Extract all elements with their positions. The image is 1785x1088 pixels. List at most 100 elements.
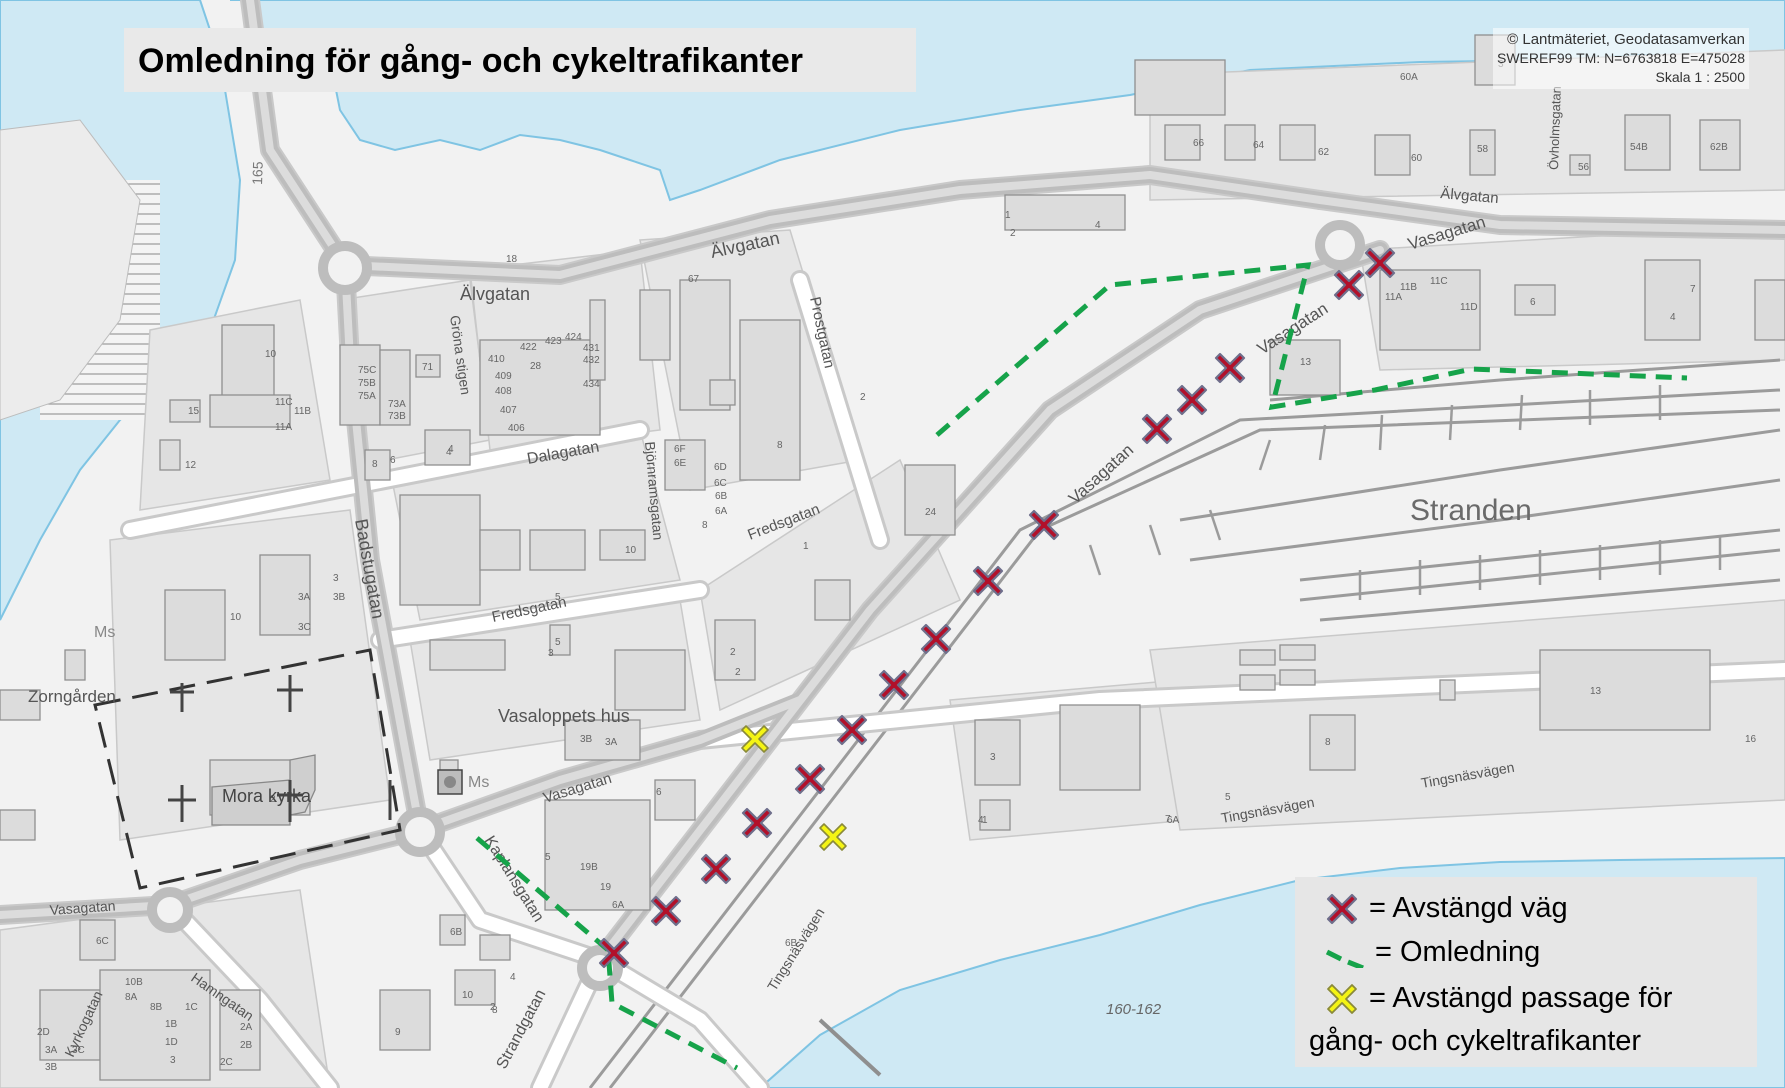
house-number: 6D xyxy=(714,462,727,473)
legend-label-closed-passage: = Avstängd passage för xyxy=(1369,981,1673,1014)
house-number: 408 xyxy=(495,386,512,397)
house-number: 60A xyxy=(1400,72,1418,83)
legend-row-closed-road: = Avstängd väg xyxy=(1325,891,1568,925)
house-number: 7 xyxy=(1165,814,1171,825)
detour-routes xyxy=(475,262,1688,1071)
legend-label-closed-passage-cont: gång- och cykeltrafikanter xyxy=(1309,1025,1642,1057)
house-number: 67 xyxy=(688,274,700,285)
house-number-labels: 3 60A 66 64 62 60 58 56 54B 62B 7 4 6 11… xyxy=(37,59,1757,1073)
house-number: 1 xyxy=(1005,210,1011,221)
house-number: 9 xyxy=(395,1027,401,1038)
street-label: Älvgatan xyxy=(460,284,530,304)
place-label-zorngarden: Zorngården xyxy=(28,687,116,706)
house-number: 1 xyxy=(803,541,809,552)
house-number: 6F xyxy=(674,444,686,455)
house-number: 3A xyxy=(605,737,618,748)
house-number: 6B xyxy=(715,491,728,502)
house-number: 2 xyxy=(860,392,866,403)
house-number: 5 xyxy=(555,592,561,603)
house-number: 4 xyxy=(978,815,984,826)
house-number: 4 xyxy=(510,972,516,983)
house-number: 5 xyxy=(545,852,551,863)
house-number: 1D xyxy=(165,1037,178,1048)
street-label: Övholmsgatan xyxy=(1546,86,1564,170)
house-number: 13 xyxy=(1300,357,1312,368)
house-number: 10 xyxy=(230,612,242,623)
place-labels: Stranden Vasaloppets hus Mora kyrka Zorn… xyxy=(28,161,1532,1018)
house-number: 8 xyxy=(1325,737,1331,748)
house-number: 6 xyxy=(390,455,396,466)
house-number: 8 xyxy=(492,1005,498,1016)
house-number: 15 xyxy=(188,406,200,417)
house-number: 3B xyxy=(45,1062,58,1073)
rail-ties xyxy=(1088,385,1722,600)
house-number: 4 xyxy=(446,447,452,458)
house-number: 28 xyxy=(530,361,542,372)
house-number: 64 xyxy=(1253,140,1265,151)
house-number: 11A xyxy=(1385,292,1402,303)
house-number: 2A xyxy=(240,1022,253,1033)
house-number: 406 xyxy=(508,423,525,434)
house-number: 409 xyxy=(495,371,512,382)
house-number: 7 xyxy=(1690,284,1696,295)
house-number: 407 xyxy=(500,405,517,416)
house-number: 3C xyxy=(298,622,311,633)
street-label: Vasagatan xyxy=(49,897,116,918)
house-number: 10 xyxy=(625,545,637,556)
legend-label-closed-road: = Avstängd väg xyxy=(1369,891,1568,924)
house-number: 3A xyxy=(45,1045,58,1056)
house-number: 8 xyxy=(777,440,783,451)
house-number: 4 xyxy=(1670,312,1676,323)
red-x-icon xyxy=(1326,893,1358,925)
copyright-text: © Lantmäteriet, Geodatasamverkan xyxy=(1507,31,1745,48)
ms-dot xyxy=(444,776,456,788)
coordinate-text: SWEREF99 TM: N=6763818 E=475028 xyxy=(1496,50,1745,66)
house-number: 431 xyxy=(583,343,600,354)
house-number: 56 xyxy=(1578,162,1590,173)
house-number: 3 xyxy=(548,648,554,659)
house-number: 6B xyxy=(450,927,463,938)
house-number: 3 xyxy=(333,573,339,584)
house-number: 71 xyxy=(422,362,434,373)
house-number: 5 xyxy=(555,637,561,648)
place-label-stranden: Stranden xyxy=(1410,494,1532,527)
house-number: 6C xyxy=(714,478,727,489)
house-number: 423 xyxy=(545,336,562,347)
house-number: 75A xyxy=(358,391,376,402)
house-number: 58 xyxy=(1477,144,1489,155)
house-number: 11C xyxy=(275,397,293,408)
house-number: 3 xyxy=(170,1055,176,1066)
house-number: 62 xyxy=(1318,147,1330,158)
detour-route-south xyxy=(475,836,739,1071)
house-number: 75C xyxy=(358,365,376,376)
house-number: 8 xyxy=(702,520,708,531)
house-number: 73B xyxy=(388,411,406,422)
house-number: 8B xyxy=(150,1002,163,1013)
place-label-vasaloppets-hus: Vasaloppets hus xyxy=(498,706,630,726)
house-number: 410 xyxy=(488,354,505,365)
place-label-ms: Ms xyxy=(468,774,489,791)
legend-label-detour: = Omledning xyxy=(1375,936,1541,968)
house-number: 432 xyxy=(583,355,600,366)
house-number: 434 xyxy=(583,379,600,390)
house-number: 2 xyxy=(735,667,741,678)
place-label-mora-kyrka: Mora kyrka xyxy=(222,786,312,806)
house-number: 11B xyxy=(294,406,311,417)
map-credits: © Lantmäteriet, Geodatasamverkan SWEREF9… xyxy=(1492,28,1749,89)
cross-symbols xyxy=(168,675,392,822)
house-number: 54B xyxy=(1630,142,1648,153)
house-number: 4 xyxy=(448,444,454,455)
house-number: 11D xyxy=(1460,302,1478,313)
land-west xyxy=(0,119,141,421)
place-label-water-number: 160-162 xyxy=(1106,1001,1162,1018)
house-number: 2 xyxy=(490,1002,496,1013)
house-number: 12 xyxy=(185,460,197,471)
house-number: 2B xyxy=(240,1040,253,1051)
house-number: 1C xyxy=(185,1002,198,1013)
house-number: 24 xyxy=(925,507,937,518)
legend-row-detour: = Omledning xyxy=(1325,936,1540,969)
house-number: 8 xyxy=(372,459,378,470)
house-number: 11A xyxy=(275,422,292,433)
